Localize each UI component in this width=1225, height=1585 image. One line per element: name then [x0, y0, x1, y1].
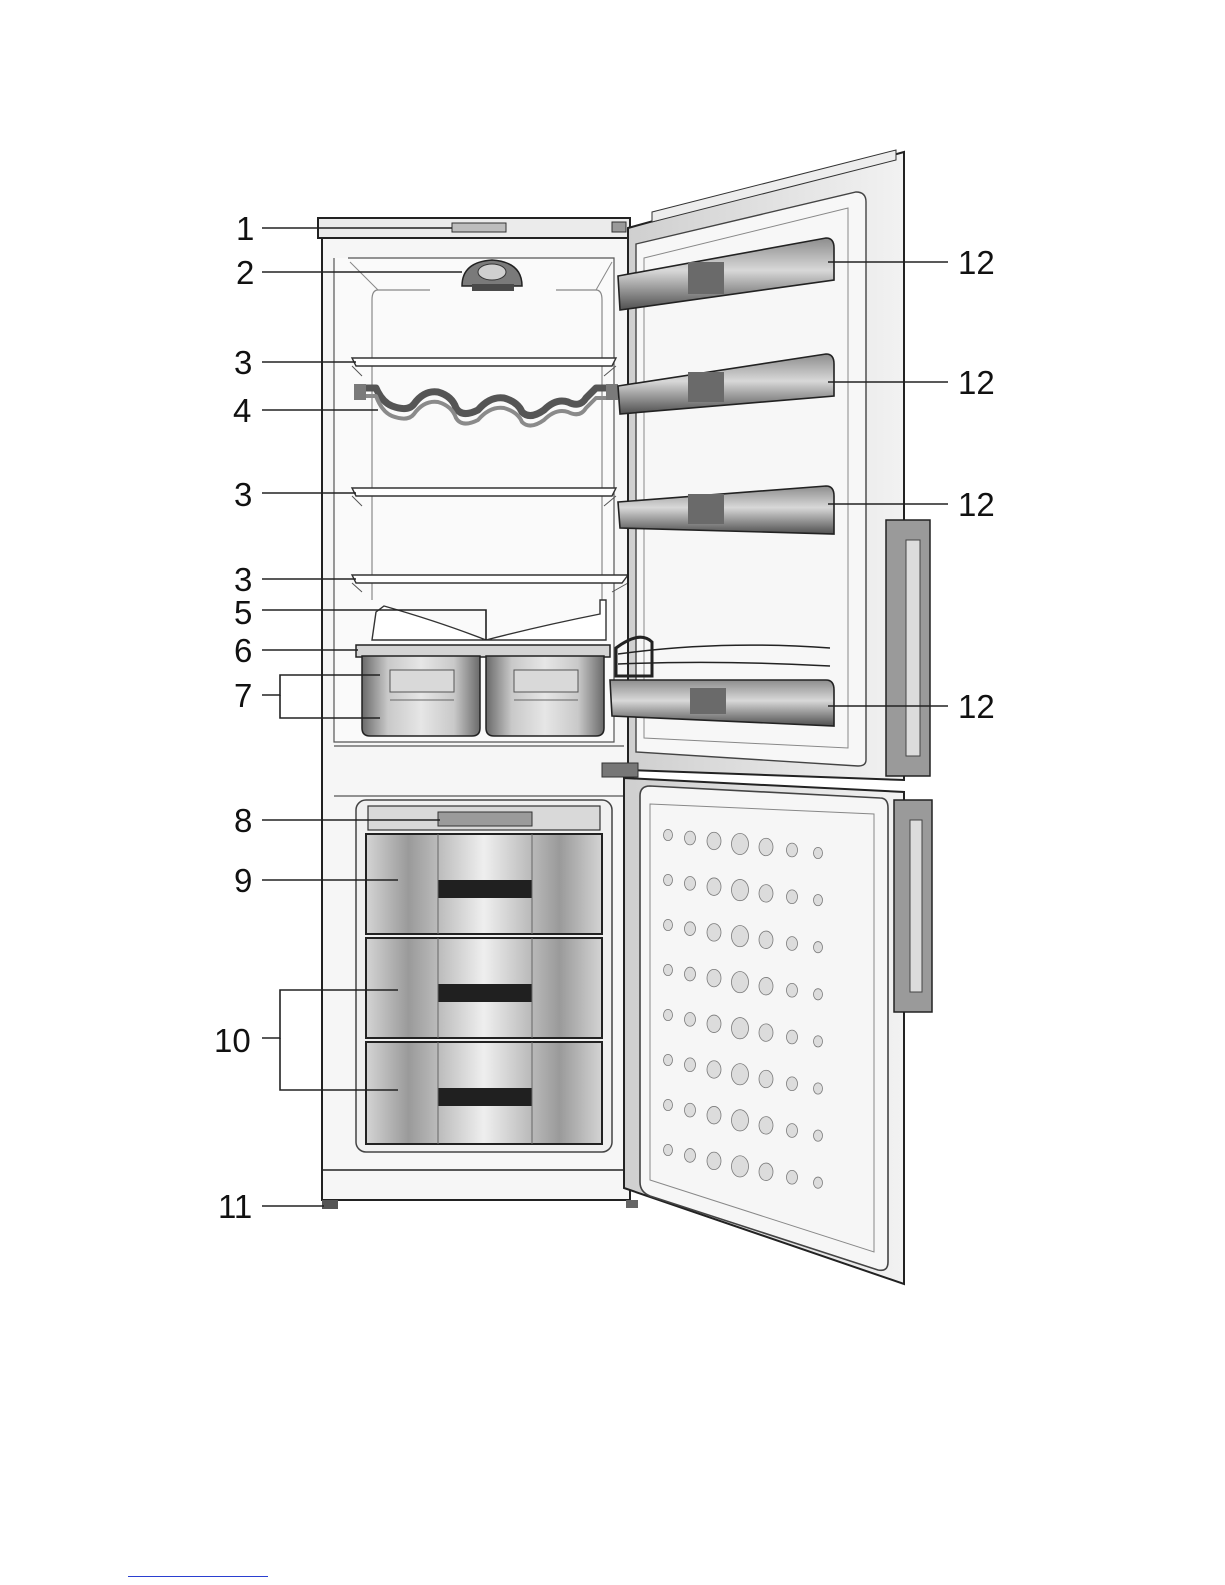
door-dimple	[685, 1013, 696, 1027]
door-dimple	[664, 1054, 673, 1065]
door-dimple	[685, 876, 696, 890]
door-dimple	[814, 1036, 823, 1047]
door-dimple	[814, 942, 823, 953]
door-dimple	[814, 1083, 823, 1094]
door-dimple	[759, 977, 773, 995]
callout-7: 7	[234, 677, 252, 714]
door-dimple	[814, 1177, 823, 1188]
callout-12b: 12	[958, 364, 995, 401]
door-dimple	[759, 1117, 773, 1135]
door-dimple	[814, 847, 823, 858]
door-dimple	[787, 890, 798, 904]
door-dimple	[664, 919, 673, 930]
callout-3: 3	[234, 344, 252, 381]
door-dimple	[685, 967, 696, 981]
door-dimple	[759, 885, 773, 903]
door-dimple	[685, 1103, 696, 1117]
door-dimple	[707, 878, 721, 896]
door-dimple	[685, 922, 696, 936]
callout-1: 1	[236, 210, 254, 247]
door-dimple	[759, 1163, 773, 1181]
callout-12c: 12	[958, 486, 995, 523]
door-dimple	[707, 1106, 721, 1124]
door-dimple	[685, 831, 696, 845]
freezer-drawers	[366, 834, 602, 1144]
freezer-drawer	[366, 834, 602, 934]
door-dimple	[664, 1099, 673, 1110]
door-dimple	[814, 894, 823, 905]
door-dimple	[664, 874, 673, 885]
door-dimple	[787, 937, 798, 951]
callout-8: 8	[234, 802, 252, 839]
door-dimple	[787, 1077, 798, 1091]
callout-12a: 12	[958, 244, 995, 281]
door-dimple	[732, 925, 749, 946]
door-dimple	[732, 1018, 749, 1039]
callout-9: 9	[234, 862, 252, 899]
callout-12d: 12	[958, 688, 995, 725]
door-dimple	[787, 1030, 798, 1044]
callout-3c: 3	[234, 561, 252, 598]
door-dimple	[814, 989, 823, 1000]
door-dimple	[732, 833, 749, 854]
door-dimple	[664, 964, 673, 975]
door-dimple	[732, 972, 749, 993]
callout-10: 10	[214, 1022, 251, 1059]
crisper-frame	[356, 645, 610, 657]
door-dimple	[759, 1024, 773, 1042]
door-dimple	[787, 843, 798, 857]
door-dimple	[707, 1152, 721, 1170]
freezer-drawer	[366, 938, 602, 1038]
door-dimple	[685, 1058, 696, 1072]
door-dimple	[707, 1015, 721, 1033]
freezer-flap	[368, 806, 600, 830]
callout-6: 6	[234, 632, 252, 669]
door-dimple	[685, 1149, 696, 1163]
page-link-underline[interactable]	[128, 1576, 268, 1577]
door-dimple	[664, 1009, 673, 1020]
door-dimple	[814, 1130, 823, 1141]
door-dimple	[787, 983, 798, 997]
door-dimple	[787, 1170, 798, 1184]
door-dimple	[707, 1061, 721, 1079]
door-dimple	[707, 832, 721, 850]
door-dimple	[707, 924, 721, 942]
door-dimple	[664, 1144, 673, 1155]
door-dimple	[759, 1070, 773, 1088]
adjustable-feet	[322, 1200, 338, 1209]
callout-2: 2	[236, 254, 254, 291]
freezer-drawer	[366, 1042, 602, 1144]
door-dimple	[707, 969, 721, 987]
door-dimple	[732, 879, 749, 900]
callout-4: 4	[233, 392, 251, 429]
callout-11: 11	[218, 1188, 252, 1225]
door-dimple	[787, 1124, 798, 1138]
door-dimple	[732, 1110, 749, 1131]
door-dimple	[664, 829, 673, 840]
callout-3b: 3	[234, 476, 252, 513]
callout-5: 5	[234, 594, 252, 631]
door-dimple	[732, 1064, 749, 1085]
door-dimple	[759, 838, 773, 856]
door-dimple	[759, 931, 773, 949]
door-dimple	[732, 1156, 749, 1177]
freezer-door	[624, 778, 932, 1284]
